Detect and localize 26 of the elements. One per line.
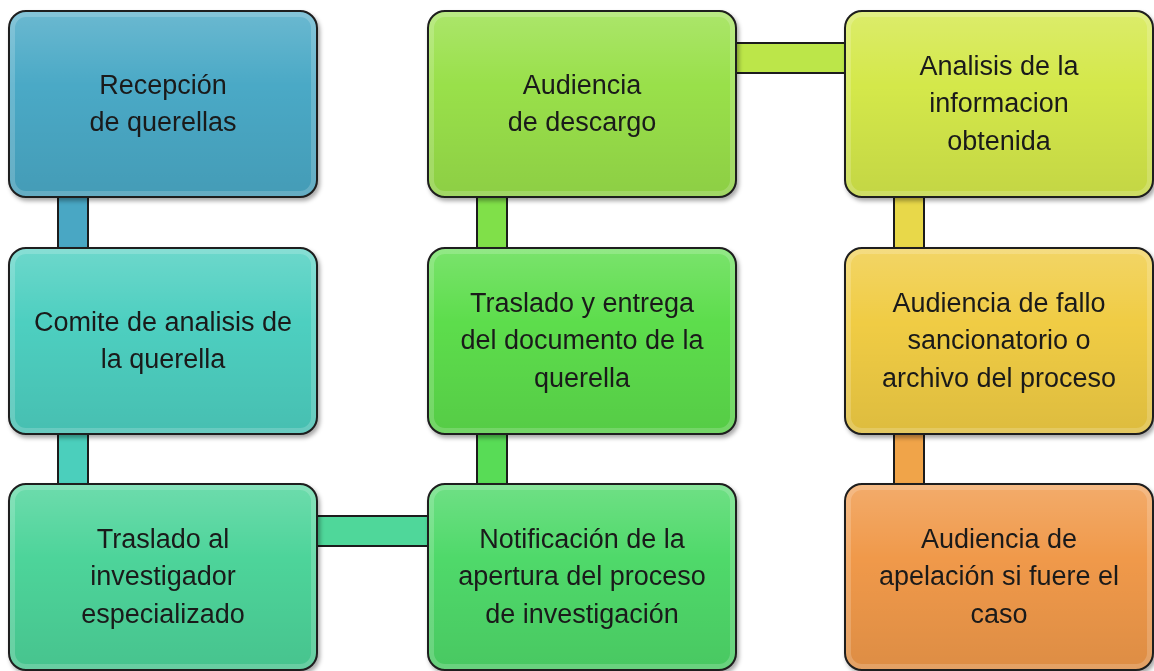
box-label: Audiencia de fallo sancionatorio o archivo del proceso <box>880 287 1118 395</box>
process-box <box>844 483 1154 671</box>
process-box <box>844 10 1154 198</box>
process-box <box>427 10 737 198</box>
box-label: Recepción de querellas <box>88 68 238 139</box>
connector-bar <box>478 198 506 247</box>
box-label: Comite de analisis de la querella <box>32 305 294 376</box>
connector-bar <box>895 435 923 483</box>
process-box <box>8 247 318 435</box>
process-box <box>8 483 318 671</box>
connector-bar <box>59 435 87 483</box>
connector-bar <box>737 44 844 72</box>
process-box <box>427 247 737 435</box>
box-label: Notificación de la apertura del proceso de investigación <box>458 523 706 631</box>
connector-bar <box>478 435 506 483</box>
connector-bar <box>895 198 923 247</box>
box-label: Traslado y entrega del documento de la querella <box>459 287 705 395</box>
connector-bar <box>318 517 427 545</box>
box-label: Traslado al investigador especializado <box>80 523 246 631</box>
box-label: Audiencia de apelación si fuere el caso <box>877 523 1121 631</box>
process-box <box>8 10 318 198</box>
process-box <box>427 483 737 671</box>
process-box <box>844 247 1154 435</box>
box-label: Audiencia de descargo <box>507 68 657 139</box>
connector-bar <box>59 198 87 247</box>
box-label: Analisis de la informacion obtenida <box>918 50 1080 158</box>
